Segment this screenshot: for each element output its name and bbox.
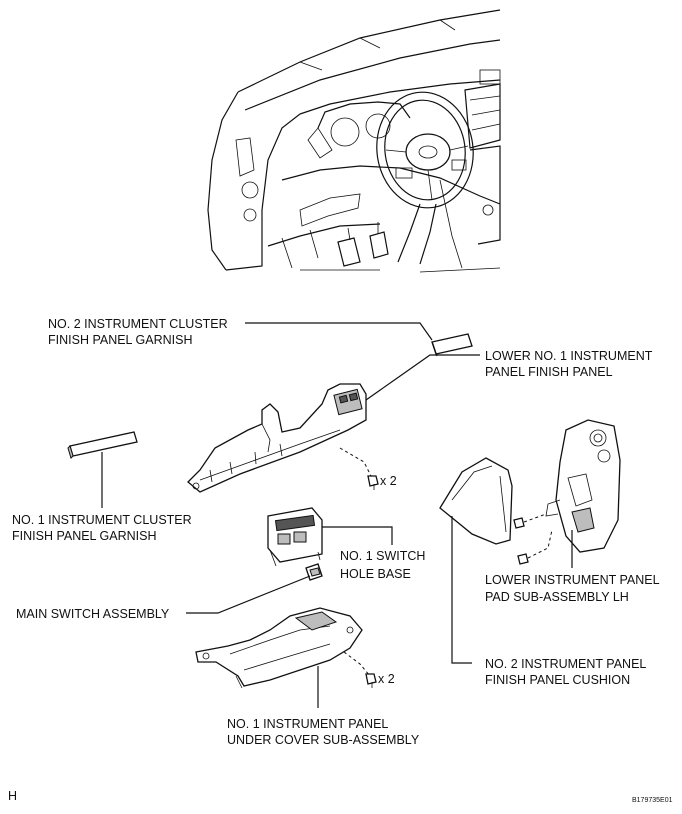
upper-fastener-quantity: x 2 — [380, 474, 397, 488]
label-lower-no1-panel-line2: PANEL FINISH PANEL — [485, 365, 613, 379]
dashboard-overview-illustration — [207, 9, 501, 273]
lower-no1-panel-finish-panel-part — [187, 383, 367, 493]
clip-fastener-lower — [343, 651, 377, 688]
no2-finish-panel-cushion-part — [439, 457, 513, 545]
lh-pad-clip-fasteners — [513, 513, 553, 565]
part-labels: NO. 2 INSTRUMENT CLUSTER FINISH PANEL GA… — [12, 317, 660, 747]
leader-lines — [101, 322, 573, 708]
label-main-switch: MAIN SWITCH ASSEMBLY — [16, 607, 170, 621]
no1-under-cover-sub-assembly-part — [195, 607, 363, 689]
corner-mark: H — [8, 789, 17, 803]
no1-cluster-finish-panel-garnish-part — [67, 431, 138, 459]
label-under-cover-line2: UNDER COVER SUB-ASSEMBLY — [227, 733, 420, 747]
label-no2-cushion-line1: NO. 2 INSTRUMENT PANEL — [485, 657, 646, 671]
figure-code: B179735E01 — [632, 797, 673, 804]
label-no1-cluster-garnish-line1: NO. 1 INSTRUMENT CLUSTER — [12, 513, 192, 527]
lower-fastener-quantity: x 2 — [378, 672, 395, 686]
lower-pad-sub-assembly-lh-part — [545, 419, 621, 553]
label-no2-cushion-line2: FINISH PANEL CUSHION — [485, 673, 630, 687]
label-switch-hole-base-line2: HOLE BASE — [340, 567, 411, 581]
label-lower-pad-lh-line1: LOWER INSTRUMENT PANEL — [485, 573, 660, 587]
label-no2-cluster-garnish-line2: FINISH PANEL GARNISH — [48, 333, 192, 347]
label-no1-cluster-garnish-line2: FINISH PANEL GARNISH — [12, 529, 156, 543]
label-lower-pad-lh-line2: PAD SUB-ASSEMBLY LH — [485, 590, 629, 604]
main-switch-assembly-part — [305, 563, 323, 581]
label-lower-no1-panel-line1: LOWER NO. 1 INSTRUMENT — [485, 349, 653, 363]
label-under-cover-line1: NO. 1 INSTRUMENT PANEL — [227, 717, 388, 731]
no2-cluster-finish-panel-garnish-part — [431, 333, 473, 357]
label-no2-cluster-garnish-line1: NO. 2 INSTRUMENT CLUSTER — [48, 317, 228, 331]
no1-switch-hole-base-part — [267, 507, 323, 567]
clip-fastener-upper — [339, 447, 379, 490]
label-switch-hole-base-line1: NO. 1 SWITCH — [340, 549, 425, 563]
